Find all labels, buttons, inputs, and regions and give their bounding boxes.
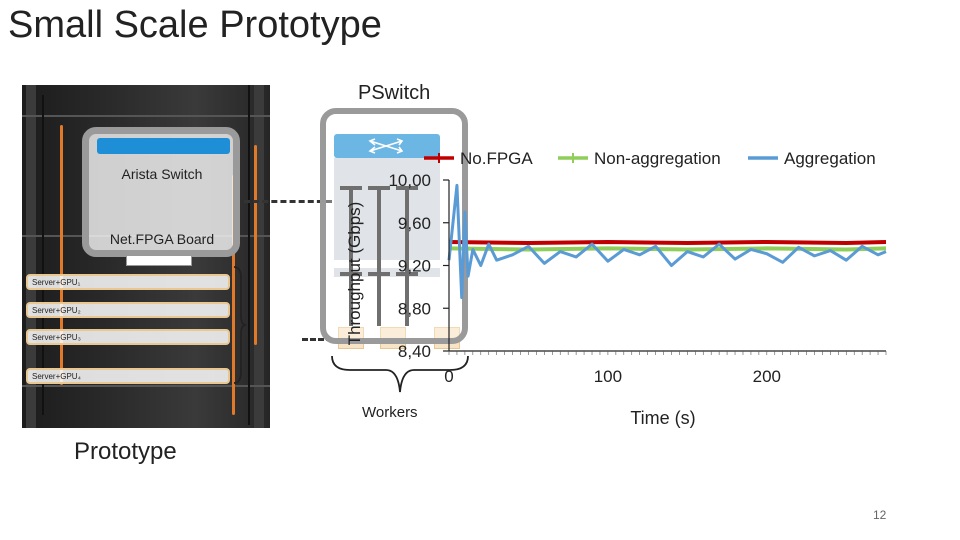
slide-title: Small Scale Prototype — [8, 4, 382, 46]
legend-label-2: Aggregation — [784, 149, 876, 168]
server-label-4: Server+GPU₄ — [32, 372, 81, 381]
y-tick-label: 9,60 — [398, 214, 431, 233]
rack-post-right — [254, 85, 264, 428]
x-tick-label: 100 — [594, 367, 622, 386]
worker-link — [405, 186, 409, 326]
connector-dashed-line — [244, 200, 332, 203]
dark-cable — [42, 95, 44, 415]
series-line-1 — [448, 246, 887, 252]
rack-rail — [22, 115, 270, 117]
workers-brace — [331, 355, 469, 393]
legend-label-0: No.FPGA — [460, 149, 533, 168]
y-tick-label: 9,20 — [398, 257, 431, 276]
worker-link — [377, 186, 381, 326]
pswitch-label: PSwitch — [358, 82, 431, 104]
chart-legend: No.FPGA Non-aggregation Aggregation — [424, 149, 876, 168]
chart-y-axis-label: Throughput (Gbps) — [345, 202, 364, 346]
arista-switch-bar — [97, 138, 230, 154]
server-box-3: Server+GPU₃ — [26, 329, 230, 345]
dark-cable — [248, 85, 250, 425]
server-box-1: Server+GPU₁ — [26, 274, 230, 290]
orange-cable — [60, 125, 63, 385]
orange-cable — [254, 145, 257, 345]
throughput-chart: 8,40 8,80 9,20 9,60 10,00 0 100 200 No.FPGA Non… — [345, 149, 887, 428]
rack-post-left — [26, 85, 36, 428]
chart-x-ticks: 0 100 200 — [444, 351, 887, 386]
y-tick-label: 10,00 — [388, 171, 431, 190]
workers-label: Workers — [362, 404, 418, 421]
server-label-1: Server+GPU₁ — [32, 278, 81, 287]
server-label-2: Server+GPU₂ — [32, 306, 81, 315]
worker-link — [349, 186, 353, 326]
netfpga-board-label: Net.FPGA Board — [109, 231, 215, 247]
chart-y-ticks: 8,40 8,80 9,20 9,60 10,00 — [388, 171, 449, 361]
orange-cable — [232, 175, 235, 415]
series-line-0 — [448, 239, 887, 246]
netfpga-board-tab — [126, 255, 192, 266]
arista-switch-label: Arista Switch — [121, 166, 203, 182]
server-brace — [233, 266, 247, 384]
legend-label-1: Non-aggregation — [594, 149, 721, 168]
server-box-2: Server+GPU₂ — [26, 302, 230, 318]
x-tick-label: 0 — [444, 367, 453, 386]
rack-rail — [22, 385, 270, 387]
chart-x-axis-label: Time (s) — [630, 408, 695, 428]
connector-dashed-line — [302, 338, 332, 341]
page-number: 12 — [873, 508, 887, 522]
series-line-2 — [447, 183, 887, 300]
prototype-caption: Prototype — [74, 438, 177, 465]
server-label-3: Server+GPU₃ — [32, 333, 81, 342]
chart-series-layer — [447, 183, 887, 300]
server-box-4: Server+GPU₄ — [26, 368, 230, 384]
x-tick-label: 200 — [753, 367, 781, 386]
y-tick-label: 8,40 — [398, 342, 431, 361]
y-tick-label: 8,80 — [398, 299, 431, 318]
switch-icon — [368, 138, 404, 154]
